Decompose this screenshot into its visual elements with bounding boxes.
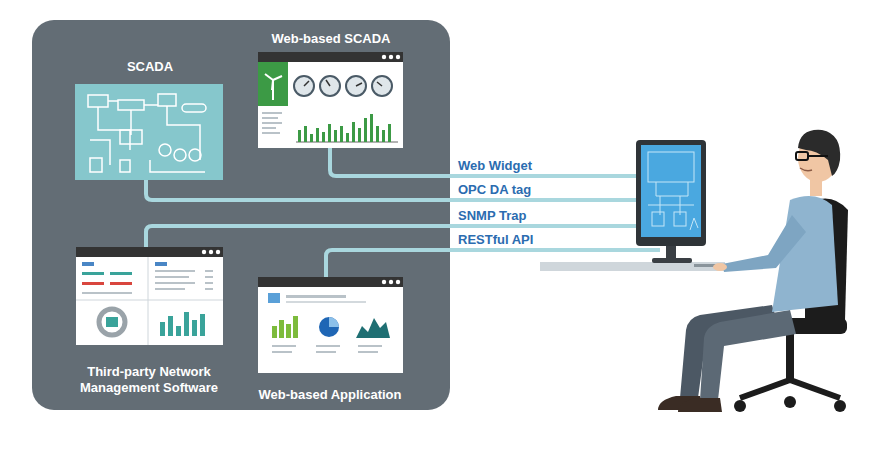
widget-wire — [330, 147, 660, 176]
interface-label: OPC DA tag — [456, 182, 533, 197]
screen-title: Web-based SCADA — [270, 30, 393, 48]
screen-title: Third-party Network Management Software — [66, 363, 232, 398]
screen-title: SCADA — [125, 58, 175, 76]
scada-screen — [75, 84, 223, 180]
label-slot: Web Widget — [456, 156, 534, 174]
screen-node: SCADA — [70, 58, 230, 180]
nms-screen — [76, 247, 223, 345]
operator-figure — [658, 130, 848, 412]
opc-wire — [146, 180, 660, 200]
screen-node: Web-based Application — [244, 277, 416, 404]
system-panel — [32, 20, 450, 410]
screen-node: Third-party Network Management Software — [66, 247, 232, 397]
workstation — [540, 140, 725, 271]
label-slot: RESTful API — [456, 230, 535, 248]
web-app-screen — [258, 277, 403, 373]
label-slot: OPC DA tag — [456, 180, 533, 198]
interface-label: RESTful API — [456, 232, 535, 247]
screen-title: Web-based Application — [256, 386, 403, 404]
interface-label: Web Widget — [456, 158, 534, 173]
snmp-wire — [146, 226, 660, 247]
screen-node: Web-based SCADA — [250, 30, 412, 148]
label-slot: SNMP Trap — [456, 206, 528, 224]
wires — [146, 147, 660, 277]
web-scada-screen — [258, 52, 403, 148]
interface-label: SNMP Trap — [456, 208, 528, 223]
